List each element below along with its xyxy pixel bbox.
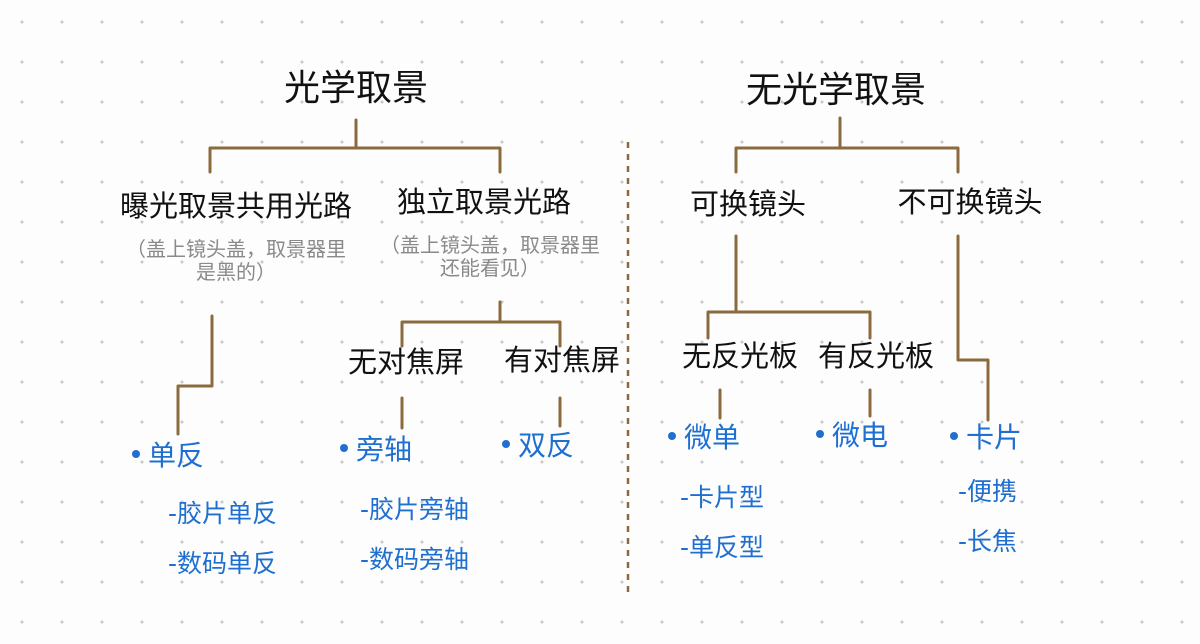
sub-item: -胶片旁轴: [360, 495, 470, 524]
sub-item: -胶片单反: [168, 499, 278, 528]
bullet-dot: [340, 444, 348, 452]
left-branch-b-note: （盖上镜头盖，取景器里 还能看见）: [380, 234, 600, 280]
leaf-single-lens-reflex: 单反: [132, 439, 205, 472]
sub-item: -数码单反: [168, 549, 278, 578]
leaf-mirrorless: 微单: [668, 421, 741, 454]
left-branch-a-note-line2: 是黑的）: [196, 260, 276, 284]
left-child-b-label: 有对焦屏: [503, 343, 621, 377]
sub-item: -长焦: [958, 527, 1018, 556]
right-branch-b-label: 不可换镜头: [897, 185, 1043, 219]
leaf-micro-electronic: 微电: [816, 419, 889, 452]
bullet-dot: [668, 432, 676, 440]
left-child-a-label: 无对焦屏: [347, 345, 465, 379]
bullet-dot: [502, 440, 510, 448]
connector-left-root: [208, 118, 502, 174]
connector-right-branch-a: [706, 234, 872, 340]
leaf-twin-lens-reflex: 双反: [502, 429, 575, 462]
sub-item: -数码旁轴: [360, 545, 470, 574]
connector-group: [176, 116, 990, 436]
bullet-dot: [816, 430, 824, 438]
connector-left-branch-a: [176, 314, 214, 436]
right-child-a-label: 无反光板: [681, 339, 799, 373]
right-child-b-label: 有反光板: [817, 339, 935, 373]
bullet-dot: [132, 450, 140, 458]
leaf-label: 卡片: [966, 421, 1023, 454]
left-branch-a-label: 曝光取景共用光路: [119, 189, 353, 223]
connector-left-branch-b: [400, 300, 562, 348]
connector-right-branch-b: [956, 234, 990, 422]
left-branch-b-label: 独立取景光路: [396, 185, 572, 219]
right-branch-a-label: 可换镜头: [689, 187, 807, 221]
left-title: 光学取景: [283, 68, 429, 109]
leaf-label: 微电: [832, 419, 889, 452]
leaf-label: 双反: [518, 429, 575, 462]
left-branch-a-note: （盖上镜头盖，取景器里 是黑的）: [126, 238, 346, 284]
leaf-label: 微单: [684, 421, 741, 454]
sub-item: -单反型: [680, 533, 765, 562]
leaf-label: 旁轴: [356, 433, 413, 466]
connector-right-root: [734, 116, 960, 174]
leaf-label: 单反: [148, 439, 205, 472]
bullet-dot: [950, 432, 958, 440]
right-title: 无光学取景: [745, 70, 927, 111]
left-branch-a-note-line1: （盖上镜头盖，取景器里: [126, 237, 346, 261]
sub-item: -卡片型: [680, 483, 765, 512]
sub-item: -便携: [958, 477, 1018, 506]
left-branch-b-note-line2: 还能看见）: [440, 256, 540, 280]
leaf-rangefinder: 旁轴: [340, 433, 413, 466]
leaf-compact: 卡片: [950, 421, 1023, 454]
left-branch-b-note-line1: （盖上镜头盖，取景器里: [380, 233, 600, 257]
